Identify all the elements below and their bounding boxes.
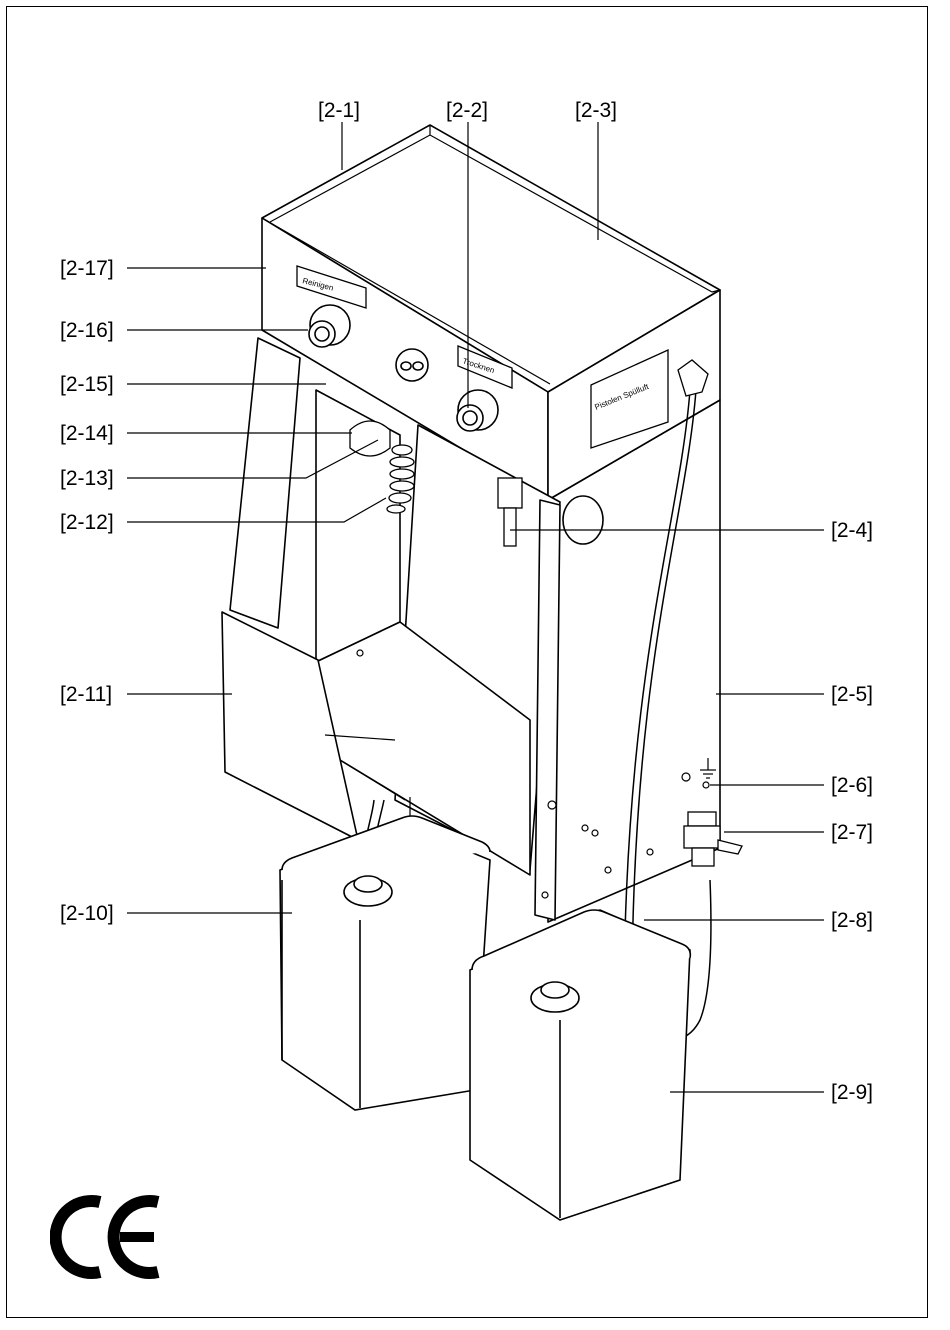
right-side-edge (535, 500, 560, 920)
earth-screw-hole (682, 773, 690, 781)
callout-2-5: [2-5] (831, 684, 873, 705)
push-button-right (457, 390, 498, 431)
callout-2-4: [2-4] (831, 520, 873, 541)
earth-connection-hole (703, 782, 709, 788)
callout-2-14: [2-14] (60, 423, 114, 444)
callout-2-1: [2-1] (318, 100, 360, 121)
callout-2-15: [2-15] (60, 374, 114, 395)
callout-2-6: [2-6] (831, 775, 873, 796)
callout-2-2: [2-2] (446, 100, 488, 121)
air-connection-coupling (684, 812, 742, 866)
callout-2-13: [2-13] (60, 468, 114, 489)
left-canister (280, 816, 490, 1110)
safety-goggles-icon (396, 349, 428, 381)
left-frame-upright (230, 338, 300, 628)
callout-2-12: [2-12] (60, 512, 114, 533)
callout-2-3: [2-3] (575, 100, 617, 121)
callout-2-16: [2-16] (60, 320, 114, 341)
callout-2-9: [2-9] (831, 1082, 873, 1103)
callout-2-7: [2-7] (831, 822, 873, 843)
callout-2-11: [2-11] (60, 684, 112, 705)
ce-mark-logo: CE (50, 1192, 170, 1282)
callout-2-17: [2-17] (60, 258, 114, 279)
right-canister (470, 910, 690, 1220)
callout-2-10: [2-10] (60, 903, 114, 924)
round-sticker-icon (563, 496, 603, 544)
callout-2-8: [2-8] (831, 910, 873, 931)
